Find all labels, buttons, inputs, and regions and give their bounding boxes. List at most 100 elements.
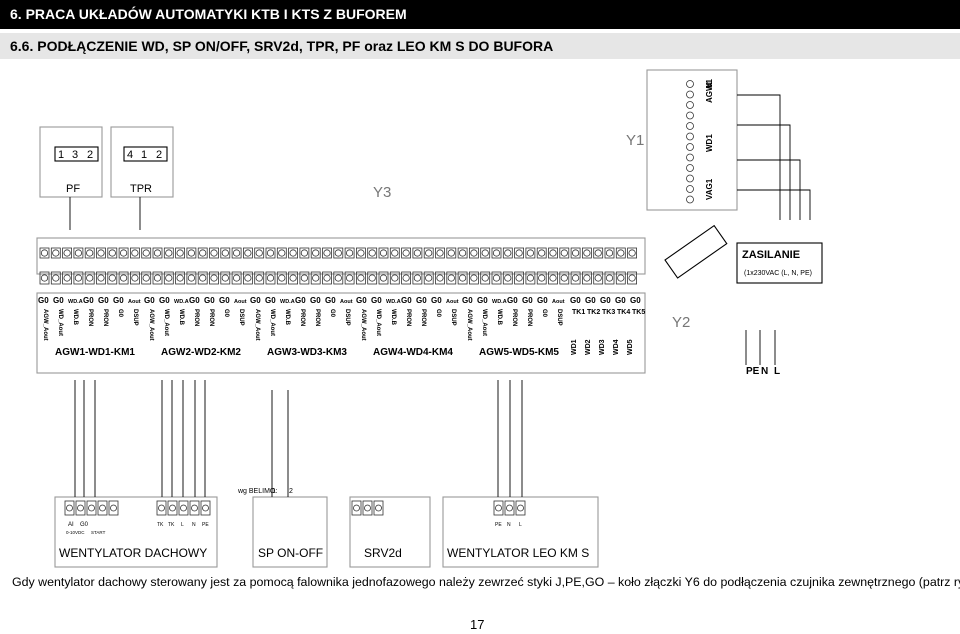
zasilanie-pin-n: N bbox=[761, 366, 768, 377]
terminal-screw bbox=[97, 274, 105, 282]
tk-top-label: G0 bbox=[585, 296, 596, 305]
device-terminal bbox=[75, 500, 86, 516]
device-terminal bbox=[86, 500, 97, 516]
terminal-screw bbox=[560, 274, 568, 282]
terminal-cell bbox=[536, 271, 547, 285]
terminal-screw bbox=[571, 274, 580, 282]
device-box-wentylator-dachowy bbox=[54, 496, 218, 568]
module-bottom-label: DSUP bbox=[556, 309, 562, 326]
module-caption-4: AGW4-WD4-KM4 bbox=[373, 347, 453, 358]
relay-pf-pin-1: 3 bbox=[72, 149, 78, 161]
module-bottom-label: DSUP bbox=[238, 309, 244, 326]
module-top-label: G0 bbox=[38, 296, 49, 305]
terminal-cell bbox=[175, 271, 186, 285]
warning-note: Gdy wentylator dachowy sterowany jest za… bbox=[8, 572, 960, 592]
tk-top-label: G0 bbox=[570, 296, 581, 305]
module-bottom-label: G0 bbox=[541, 309, 547, 318]
device-terminal bbox=[351, 500, 362, 516]
relay-tpr-pin-2: 2 bbox=[156, 149, 162, 161]
module-top-label: G0 bbox=[310, 296, 321, 305]
terminal-screw bbox=[379, 274, 388, 282]
module-top-label: WD.A bbox=[386, 299, 401, 305]
terminal-cell bbox=[39, 271, 50, 285]
module-top-label: G0 bbox=[159, 296, 170, 305]
tk-label: TK2 bbox=[587, 309, 600, 316]
terminal-cell bbox=[491, 247, 502, 259]
module-top-label: Aout bbox=[552, 299, 565, 305]
right-terminal-label: VAG1 bbox=[705, 178, 714, 200]
device-terminal bbox=[156, 500, 167, 516]
terminal-cell bbox=[50, 271, 61, 285]
module-bottom-label: PRON bbox=[511, 309, 517, 326]
right-terminal-screw bbox=[686, 164, 694, 172]
right-terminal-screw bbox=[686, 195, 694, 204]
module-caption-3: AGW3-WD3-KM3 bbox=[267, 347, 347, 358]
terminal-cell bbox=[435, 271, 445, 285]
wire bbox=[737, 189, 811, 220]
terminal-screw bbox=[108, 249, 116, 257]
terminal-screw bbox=[165, 274, 173, 282]
terminal-cell bbox=[322, 247, 332, 259]
terminal-screw bbox=[571, 249, 580, 257]
terminal-screw bbox=[583, 274, 591, 282]
terminal-cell bbox=[604, 247, 615, 259]
terminal-screw bbox=[187, 249, 195, 257]
terminal-screw bbox=[312, 274, 320, 282]
srv2d-pin-1: 1 bbox=[272, 488, 276, 495]
terminal-cell bbox=[152, 271, 163, 285]
terminal-cell bbox=[73, 271, 84, 285]
terminal-cell bbox=[412, 271, 423, 285]
terminal-cell bbox=[197, 271, 208, 285]
terminal-cell bbox=[627, 271, 637, 285]
terminal-cell bbox=[310, 271, 321, 285]
terminal-cell bbox=[457, 271, 468, 285]
device-terminal-screw bbox=[66, 504, 73, 512]
terminal-screw bbox=[289, 249, 297, 257]
terminal-cell bbox=[129, 247, 140, 259]
terminal-screw bbox=[199, 249, 207, 257]
terminal-cell bbox=[322, 271, 332, 285]
terminal-screw bbox=[413, 274, 421, 282]
terminal-screw bbox=[176, 249, 184, 257]
zasilanie-title: ZASILANIE bbox=[742, 249, 800, 261]
device-terminal bbox=[200, 500, 211, 516]
srv2d-pin-2: 2 bbox=[289, 488, 293, 495]
tk-label: TK4 bbox=[617, 309, 630, 316]
device-terminal bbox=[178, 500, 189, 516]
terminal-cell bbox=[186, 271, 197, 285]
device-terminal-screw bbox=[169, 504, 176, 512]
tk-wd-label: WD5 bbox=[627, 339, 634, 355]
module-caption-5: AGW5-WD5-KM5 bbox=[479, 347, 559, 358]
terminal-screw bbox=[278, 249, 286, 257]
terminal-screw bbox=[481, 249, 489, 257]
terminal-screw bbox=[458, 249, 467, 257]
terminal-cell bbox=[344, 247, 355, 259]
terminal-screw bbox=[266, 274, 275, 282]
module-top-label: Aout bbox=[340, 299, 353, 305]
terminal-cell bbox=[615, 271, 626, 285]
right-terminal-screw bbox=[686, 90, 694, 99]
terminal-screw bbox=[515, 274, 523, 282]
device-terminal-screw bbox=[88, 504, 95, 512]
right-terminal-label: AGW1 bbox=[705, 78, 714, 103]
sp-pin-3: N bbox=[192, 522, 196, 528]
terminal-screw bbox=[97, 249, 105, 257]
terminal-cell bbox=[220, 271, 231, 285]
device-terminal bbox=[493, 500, 504, 516]
relay-pf-pin-2: 2 bbox=[87, 149, 93, 161]
relay-tpr-pin-0: 4 bbox=[127, 149, 133, 161]
device-terminal bbox=[362, 500, 373, 516]
terminal-screw bbox=[605, 274, 614, 282]
module-bottom-label: WD_Aout bbox=[269, 309, 275, 336]
right-terminal-screw bbox=[686, 153, 694, 162]
terminal-screw bbox=[504, 274, 512, 282]
module-top-label: G0 bbox=[265, 296, 276, 305]
terminal-cell bbox=[299, 271, 310, 285]
terminal-cell bbox=[525, 247, 536, 259]
terminal-screw bbox=[244, 274, 252, 282]
module-top-label: Aout bbox=[446, 299, 459, 305]
right-terminal-screw bbox=[686, 143, 694, 151]
terminal-cell bbox=[310, 247, 321, 259]
terminal-cell bbox=[96, 271, 106, 285]
module-bottom-label: AGW_Aout bbox=[42, 309, 48, 341]
